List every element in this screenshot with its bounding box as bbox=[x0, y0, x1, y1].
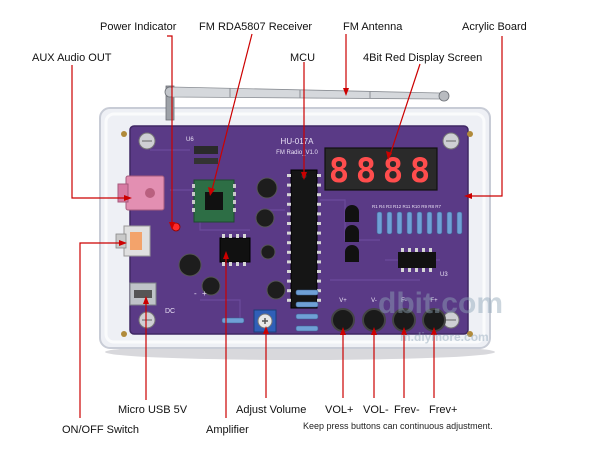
board-minus-text: - bbox=[194, 289, 197, 298]
label-frev-plus: Frev+ bbox=[429, 404, 458, 416]
mcu-pin bbox=[287, 298, 291, 302]
mcu-chip bbox=[287, 169, 321, 309]
label-mcu: MCU bbox=[290, 52, 316, 64]
capacitors bbox=[178, 177, 286, 300]
mcu-pin bbox=[317, 270, 321, 273]
label-fm-receiver: FM RDA5807 Receiver bbox=[199, 21, 313, 33]
mcu-pin bbox=[287, 279, 291, 283]
board-u3-text: U3 bbox=[440, 272, 448, 278]
corner-screws bbox=[138, 132, 460, 329]
bottom-resistors bbox=[221, 289, 319, 332]
mcu-pin bbox=[317, 202, 321, 206]
leader-aux-audio bbox=[71, 65, 128, 199]
display-digit-1: 8 bbox=[329, 151, 349, 191]
mcu-pin bbox=[317, 250, 321, 254]
display-digit-4: 8 bbox=[410, 151, 430, 191]
board-subtitle-text: FM Radio_V1.0 bbox=[276, 150, 318, 156]
mcu-pin bbox=[287, 241, 291, 245]
board-resistor-row-text: R1 R4 R3 R12 R11 R10 R9 R8 R7 bbox=[372, 204, 441, 209]
leader-on-off-switch bbox=[79, 242, 123, 418]
label-on-off-switch: ON/OFF Switch bbox=[62, 424, 140, 436]
mcu-pin bbox=[317, 260, 321, 264]
display-digit-3: 8 bbox=[383, 151, 403, 191]
mcu-pin bbox=[317, 212, 321, 216]
mcu-pin bbox=[287, 260, 291, 264]
tactile-buttons bbox=[331, 308, 446, 332]
label-vol-minus: VOL- bbox=[363, 404, 389, 416]
mcu-pin bbox=[287, 222, 291, 225]
brass-standoffs bbox=[121, 131, 473, 337]
mcu-pin bbox=[317, 222, 321, 225]
label-micro-usb: Micro USB 5V bbox=[118, 404, 188, 416]
continuous-adjust-note: Keep press buttons can continuous adjust… bbox=[303, 421, 493, 431]
header-pins bbox=[194, 146, 218, 164]
label-frev-minus: Frev- bbox=[394, 404, 420, 416]
label-aux-audio-out: AUX Audio OUT bbox=[32, 52, 112, 64]
leader-display bbox=[389, 63, 421, 156]
mcu-pin bbox=[317, 279, 321, 283]
mcu-pin bbox=[317, 241, 321, 245]
mcu-pin bbox=[287, 212, 291, 216]
board-dc-text: DC bbox=[165, 308, 175, 315]
board-plus-text: + bbox=[202, 289, 207, 298]
board-button-label-fminus: F- bbox=[401, 298, 407, 304]
label-vol-plus: VOL+ bbox=[325, 404, 354, 416]
label-amplifier: Amplifier bbox=[206, 424, 249, 436]
fm-rda5807-module bbox=[192, 179, 236, 223]
amplifier-chip bbox=[219, 234, 251, 266]
board-u6-text: U6 bbox=[186, 137, 194, 143]
leader-lines bbox=[71, 33, 503, 418]
board-button-label-vminus: V- bbox=[371, 298, 377, 304]
mcu-pin bbox=[287, 231, 291, 235]
mcu-pin bbox=[287, 174, 291, 177]
mcu-pin bbox=[317, 183, 321, 187]
mcu-pin bbox=[287, 202, 291, 206]
mcu-pin bbox=[287, 289, 291, 293]
resistor-row bbox=[376, 211, 463, 235]
leader-acrylic-board bbox=[468, 36, 503, 197]
label-power-indicator: Power Indicator bbox=[100, 21, 177, 33]
mcu-pin bbox=[317, 193, 321, 197]
mcu-pin bbox=[317, 298, 321, 302]
mcu-pin bbox=[317, 231, 321, 235]
board-button-label-vplus: V+ bbox=[339, 298, 347, 304]
leader-fm-receiver bbox=[211, 33, 253, 191]
mcu-pin bbox=[287, 270, 291, 273]
mcu-pin bbox=[287, 193, 291, 197]
label-adjust-volume: Adjust Volume bbox=[236, 404, 307, 416]
transistors bbox=[345, 205, 359, 262]
leader-arrowheads bbox=[119, 88, 472, 335]
watermark-main: dbit.com bbox=[378, 287, 503, 320]
mcu-pin bbox=[317, 174, 321, 177]
display-digits: 8 8 8 8 bbox=[329, 151, 430, 191]
u3-chip bbox=[398, 248, 436, 272]
board-model-text: HU-017A bbox=[281, 137, 315, 146]
label-display-screen: 4Bit Red Display Screen bbox=[363, 52, 483, 64]
micro-usb-port bbox=[129, 282, 157, 306]
leader-power-indicator bbox=[167, 35, 173, 226]
mcu-pin bbox=[287, 183, 291, 187]
label-fm-antenna: FM Antenna bbox=[343, 21, 403, 33]
aux-audio-jack bbox=[117, 175, 165, 211]
mcu-pin bbox=[287, 250, 291, 254]
four-digit-display bbox=[324, 147, 438, 191]
label-acrylic-board: Acrylic Board bbox=[462, 21, 527, 33]
fm-antenna bbox=[164, 85, 450, 121]
mcu-pin bbox=[317, 289, 321, 293]
display-digit-2: 8 bbox=[356, 151, 376, 191]
acrylic-highlight bbox=[104, 112, 486, 344]
board-button-label-fplus: F+ bbox=[430, 298, 438, 304]
watermark-sub: m.diymore.com bbox=[400, 330, 489, 344]
